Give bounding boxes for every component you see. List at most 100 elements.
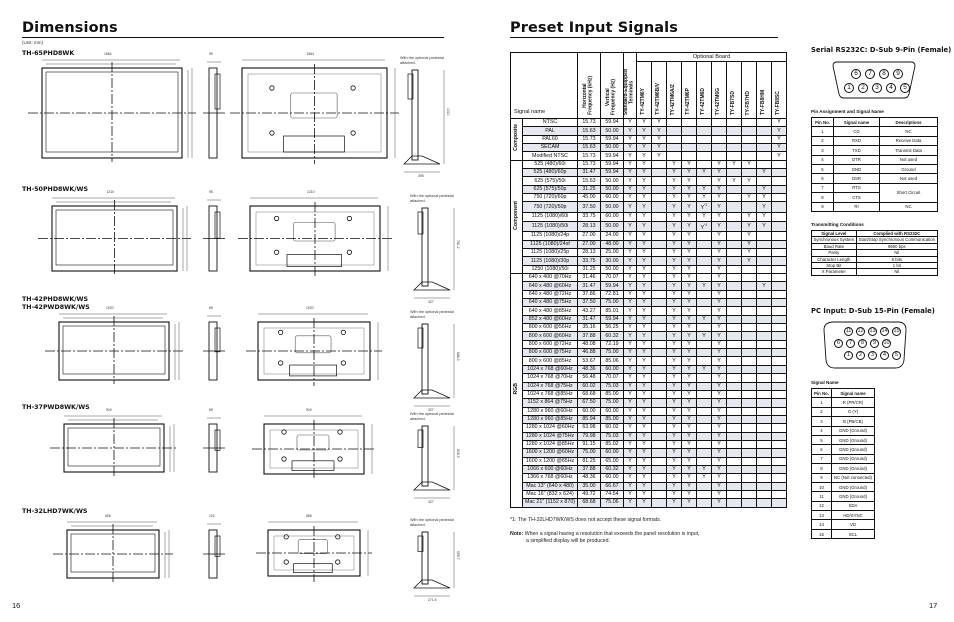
board-support-cell: Y xyxy=(741,247,757,258)
board-support-cell: Y xyxy=(696,212,712,222)
board-support-cell xyxy=(741,414,757,425)
pin-number: 2 xyxy=(811,406,832,418)
board-support-cell xyxy=(756,406,772,416)
board-support-cell xyxy=(696,126,712,136)
pedestal-height-dim: 608.3 xyxy=(456,449,460,458)
board-support-cell xyxy=(651,481,667,491)
board-support-cell: Y xyxy=(681,381,697,391)
horizontal-frequency-cell: 53.67 xyxy=(577,356,601,366)
board-support-cell: Y xyxy=(651,134,667,145)
board-label: TY-42TM6G xyxy=(715,87,722,115)
standard-terminal-cell: Y xyxy=(623,184,637,195)
board-support-cell xyxy=(726,464,742,475)
board-support-cell xyxy=(756,323,772,333)
board-support-cell: Y xyxy=(666,373,682,383)
board-support-cell: Y xyxy=(636,498,652,508)
board-support-cell: Y xyxy=(636,298,652,308)
description: Ground xyxy=(879,163,938,175)
horizontal-frequency-cell: 63.98 xyxy=(577,423,601,433)
pedestal-height-dim: 1010 xyxy=(446,108,450,116)
board-support-cell: Y xyxy=(666,439,682,450)
signal-name-cell: 640 x 480 @60Hz xyxy=(522,281,578,291)
board-support-cell: Y xyxy=(681,289,697,300)
pin-number: 6 xyxy=(811,173,834,184)
standard-terminal-cell: Y xyxy=(623,239,637,250)
board-support-cell xyxy=(756,231,772,241)
board-support-cell: Y xyxy=(666,448,682,458)
board-support-cell: Y xyxy=(651,117,667,128)
pin-number: 7 xyxy=(811,182,834,194)
board-support-cell: Y xyxy=(711,406,727,416)
board-support-cell xyxy=(726,273,742,283)
board-support-cell xyxy=(771,489,787,500)
board-support-cell xyxy=(696,289,712,300)
board-support-cell xyxy=(756,126,772,136)
pin-number: 1 xyxy=(811,397,832,408)
horizontal-frequency-cell: 60.00 xyxy=(577,406,601,416)
board-support-cell xyxy=(726,289,742,300)
board-support-cell xyxy=(726,306,742,316)
board-support-cell: Y xyxy=(666,389,682,400)
horizontal-frequency-cell: 31.46 xyxy=(577,273,601,283)
pedestal-view-drawing xyxy=(413,207,455,299)
horizontal-frequency-cell: 35.16 xyxy=(577,323,601,333)
pin-11-icon: 11 xyxy=(844,327,853,336)
board-support-cell: Y xyxy=(681,168,697,178)
horizontal-frequency-cell: 48.36 xyxy=(577,364,601,375)
pin-number: 5 xyxy=(811,434,832,446)
board-support-cell xyxy=(651,306,667,316)
board-support-cell xyxy=(726,473,742,483)
vertical-frequency-cell: 75.00 xyxy=(600,298,624,308)
signal-name: RXD xyxy=(833,135,880,147)
vertical-frequency-cell: 59.94 xyxy=(600,134,624,145)
side-depth-dim: 89 xyxy=(209,408,213,412)
board-support-cell xyxy=(651,176,667,186)
model-name: TH-37PWD8WK/WS xyxy=(22,404,90,411)
header-cell: Signal name xyxy=(833,116,880,128)
pedestal-height-dim: 559.7 xyxy=(456,551,460,560)
board-support-cell xyxy=(681,126,697,136)
board-support-cell: Y xyxy=(666,356,682,366)
board-support-cell xyxy=(726,414,742,425)
rear-view-drawing xyxy=(256,521,372,582)
board-support-cell xyxy=(696,239,712,250)
board-support-cell: Y xyxy=(636,247,652,258)
board-support-cell: Y xyxy=(771,143,787,153)
horizontal-frequency-cell: 81.25 xyxy=(577,456,601,466)
front-width-dim: 920 xyxy=(106,408,112,412)
board-support-cell: Y xyxy=(771,126,787,136)
board-support-cell: Y xyxy=(666,423,682,433)
board-support-cell xyxy=(741,498,757,508)
board-support-cell xyxy=(756,423,772,433)
board-support-cell xyxy=(771,389,787,400)
pin-number: 5 xyxy=(811,163,834,175)
board-support-cell: Y xyxy=(681,439,697,450)
signal-name-cell: 1366 x 768 @60Hz xyxy=(522,473,578,483)
board-support-cell xyxy=(756,448,772,458)
board-support-cell xyxy=(696,323,712,333)
pin-4-icon: 4 xyxy=(880,351,889,360)
vertical-frequency-cell: 50.00 xyxy=(600,220,624,233)
board-support-cell xyxy=(726,489,742,500)
board-support-cell xyxy=(651,264,667,275)
board-support-cell: Y xyxy=(681,306,697,316)
page-title: Preset Input Signals xyxy=(510,20,678,36)
board-support-cell xyxy=(726,456,742,466)
standard-terminal-cell: Y xyxy=(623,281,637,291)
board-support-cell xyxy=(741,431,757,441)
board-support-cell xyxy=(756,264,772,275)
board-support-cell xyxy=(696,406,712,416)
board-support-cell xyxy=(696,481,712,491)
vertical-frequency-cell: 75.06 xyxy=(600,498,624,508)
